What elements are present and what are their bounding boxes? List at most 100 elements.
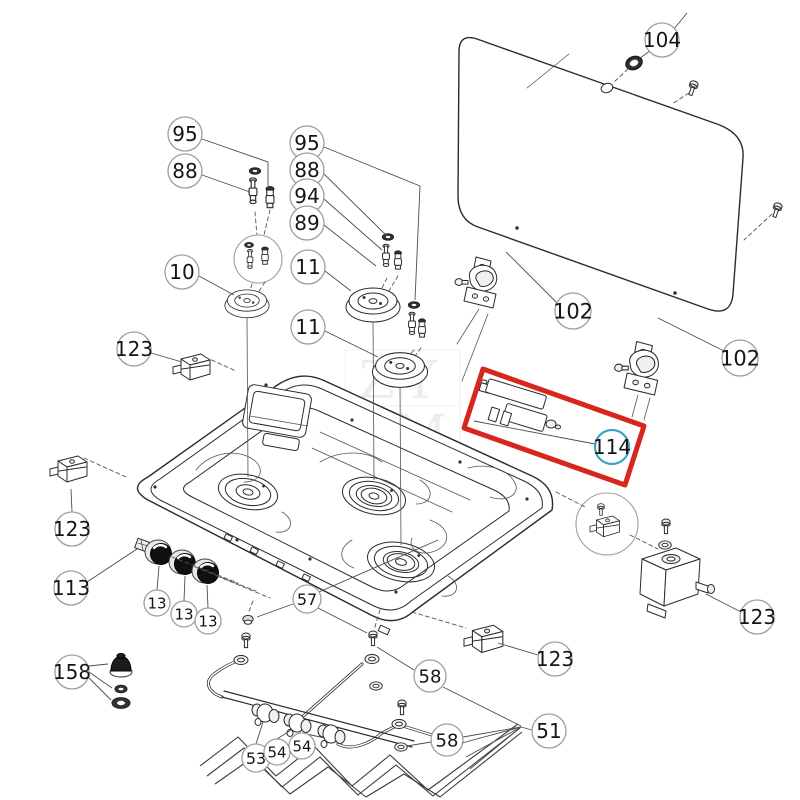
callout-circle-13-a bbox=[143, 589, 171, 617]
callout-57: 57 bbox=[256, 539, 439, 634]
hinge-right bbox=[614, 340, 659, 421]
callout-number-94: 94 bbox=[294, 184, 319, 208]
callout-123-right: 123 bbox=[705, 593, 776, 635]
callout-circle-102-right bbox=[721, 339, 759, 377]
callout-54-a: 54 bbox=[263, 729, 292, 766]
callout-104: 104 bbox=[639, 12, 688, 59]
igniter-module-114-part bbox=[478, 378, 561, 432]
burner-well-center bbox=[341, 476, 407, 516]
callout-88-left: 88 bbox=[167, 153, 251, 193]
callout-circle-58-b bbox=[430, 723, 464, 757]
pan-fastener-dots bbox=[153, 383, 529, 594]
callout-53: 53 bbox=[241, 721, 271, 773]
assembly-axis-lines bbox=[246, 317, 402, 546]
highlight-box-rect bbox=[461, 366, 647, 488]
valve-53 bbox=[251, 703, 280, 726]
pan-recess bbox=[242, 384, 312, 452]
hinge-left bbox=[454, 256, 498, 382]
burner-well-left bbox=[217, 473, 279, 511]
callout-number-88-left: 88 bbox=[172, 159, 197, 183]
callout-number-13-b: 13 bbox=[174, 605, 193, 623]
burner-cup-11-lower bbox=[371, 352, 429, 388]
callout-11-upper: 11 bbox=[290, 249, 352, 292]
callout-circle-88-left bbox=[167, 153, 203, 189]
callout-circle-104 bbox=[644, 22, 680, 58]
pan-channels bbox=[195, 452, 517, 597]
callout-number-58-a: 58 bbox=[419, 666, 442, 687]
callout-number-53: 53 bbox=[246, 749, 266, 768]
callout-number-10: 10 bbox=[169, 260, 194, 284]
callout-circle-95-left bbox=[167, 116, 203, 152]
callout-number-123-left: 123 bbox=[53, 517, 91, 541]
callout-circle-57 bbox=[292, 584, 322, 614]
callout-circle-89 bbox=[289, 205, 325, 241]
burner-well-bottom bbox=[367, 541, 435, 583]
lid-grommet-104-part bbox=[613, 55, 643, 83]
pan-clips bbox=[223, 533, 391, 636]
clamp-123-bottom bbox=[411, 611, 504, 654]
callout-number-57: 57 bbox=[297, 590, 317, 609]
callout-95-left: 95 bbox=[167, 116, 269, 186]
callout-13-b: 13 bbox=[170, 575, 198, 628]
callout-10: 10 bbox=[164, 254, 235, 296]
callout-circle-54-b bbox=[288, 732, 316, 760]
burner-parts-middle bbox=[345, 233, 429, 388]
callout-layer: 9588109588948911111041021021231231131313… bbox=[52, 12, 776, 773]
callout-123-bottom: 123 bbox=[497, 641, 574, 677]
callout-number-158: 158 bbox=[53, 660, 91, 684]
callout-114: 114 bbox=[473, 420, 631, 466]
callout-circle-123-right bbox=[739, 599, 775, 635]
callout-circle-13-c bbox=[194, 607, 222, 635]
burner-parts-left bbox=[224, 167, 283, 319]
callout-13-a: 13 bbox=[143, 565, 171, 617]
callout-number-104: 104 bbox=[643, 28, 681, 52]
callout-circle-158 bbox=[54, 654, 90, 690]
valve-54-b bbox=[317, 724, 346, 748]
callout-158: 158 bbox=[53, 654, 113, 701]
callout-58-b: 58 bbox=[406, 723, 522, 757]
clamp-123-topleft bbox=[172, 353, 237, 381]
callout-123-topleft: 123 bbox=[115, 331, 183, 367]
glass-lid bbox=[457, 36, 744, 312]
lid-screw-top bbox=[671, 79, 700, 105]
control-knobs bbox=[143, 538, 271, 599]
callout-number-58-b: 58 bbox=[436, 730, 459, 751]
callout-circle-51 bbox=[531, 713, 567, 749]
callout-circle-11-upper bbox=[290, 249, 326, 285]
callout-number-102-right: 102 bbox=[720, 347, 760, 371]
callout-13-c: 13 bbox=[194, 584, 222, 635]
callout-number-88-mid: 88 bbox=[294, 158, 319, 182]
callout-number-11-upper: 11 bbox=[295, 255, 320, 279]
callout-number-114: 114 bbox=[593, 435, 631, 459]
igniter-button-158-parts bbox=[109, 652, 133, 709]
callout-number-11-lower: 11 bbox=[295, 315, 320, 339]
callout-number-54-a: 54 bbox=[267, 743, 286, 761]
callout-circle-123-bottom bbox=[537, 641, 573, 677]
callout-circle-114 bbox=[593, 428, 631, 466]
callout-number-89: 89 bbox=[294, 211, 319, 235]
callout-number-123-right: 123 bbox=[738, 605, 776, 629]
callout-number-95-mid: 95 bbox=[294, 131, 319, 155]
callout-102-right: 102 bbox=[657, 317, 760, 377]
callout-circle-10 bbox=[164, 254, 200, 290]
callout-113: 113 bbox=[52, 548, 138, 606]
burner-cup-11-upper bbox=[345, 287, 401, 323]
callout-89: 89 bbox=[289, 205, 377, 267]
valve-123-right bbox=[555, 491, 715, 619]
callout-number-13-c: 13 bbox=[198, 612, 217, 630]
callout-circle-113 bbox=[53, 570, 89, 606]
callout-95-mid: 95 bbox=[289, 125, 421, 301]
callout-88-mid: 88 bbox=[289, 152, 388, 237]
callout-11-lower: 11 bbox=[290, 309, 379, 358]
callout-number-54-b: 54 bbox=[292, 737, 311, 755]
callout-102-left: 102 bbox=[505, 251, 593, 330]
callout-number-123-topleft: 123 bbox=[115, 337, 153, 361]
thermostat-valve-body bbox=[639, 547, 715, 619]
callout-51: 51 bbox=[461, 713, 567, 770]
callout-circle-11-lower bbox=[290, 309, 326, 345]
callout-123-left: 123 bbox=[53, 488, 91, 547]
lid-screw-right bbox=[743, 201, 784, 241]
callout-58-a: 58 bbox=[376, 646, 522, 727]
